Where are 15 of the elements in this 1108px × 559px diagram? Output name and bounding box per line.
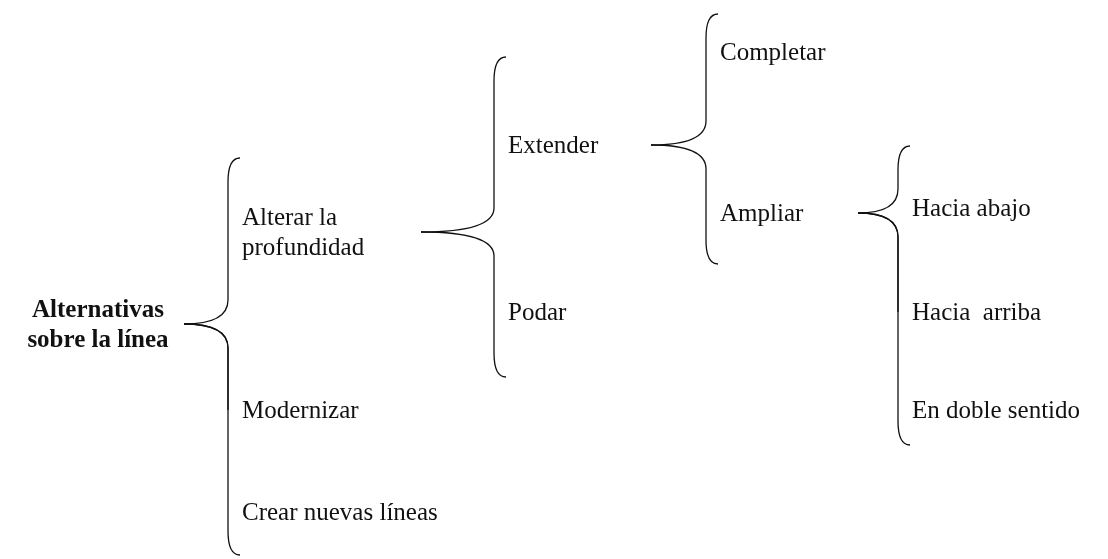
curly-brace bbox=[650, 144, 719, 265]
root-heading: Alternativas sobre la línea bbox=[10, 294, 186, 354]
branch-label: Crear nuevas líneas bbox=[242, 497, 482, 527]
branch-label: En doble sentido bbox=[912, 395, 1104, 425]
branch-label: Modernizar bbox=[242, 395, 392, 425]
branch-label: Hacia abajo bbox=[912, 193, 1072, 223]
curly-brace bbox=[183, 323, 229, 411]
branch-label: Completar bbox=[720, 37, 860, 67]
branch-label: Podar bbox=[508, 297, 628, 327]
branch-label: Hacia arriba bbox=[912, 297, 1072, 327]
branch-label: Alterar la profundidad bbox=[242, 202, 423, 262]
curly-brace bbox=[857, 212, 899, 313]
curly-brace bbox=[420, 231, 507, 378]
branch-label: Ampliar bbox=[720, 198, 860, 228]
branch-label: Extender bbox=[508, 130, 653, 160]
